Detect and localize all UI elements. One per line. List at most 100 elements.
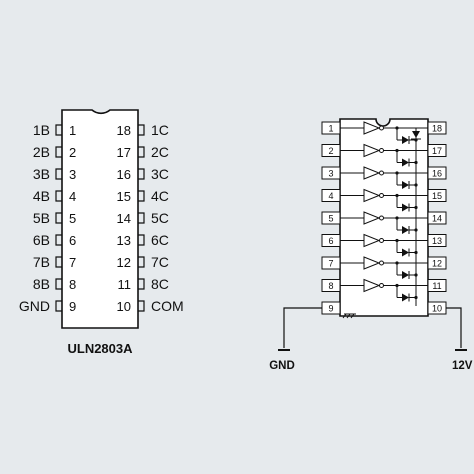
- driver-channel: [340, 278, 428, 302]
- schematic-left-pin-number: 4: [328, 191, 333, 201]
- left-pin-leg: [55, 256, 62, 268]
- left-pin-label: 2B: [33, 144, 50, 160]
- diode-icon: [402, 158, 409, 167]
- right-pin-number: 12: [117, 255, 131, 270]
- diode-icon: [402, 271, 409, 279]
- left-pin-label: 8B: [33, 276, 50, 292]
- left-pin-leg: [55, 146, 62, 158]
- driver-channel: [340, 188, 428, 212]
- left-pin-number: 6: [69, 233, 76, 248]
- right-pin-leg: [138, 124, 145, 136]
- driver-channel: [340, 143, 428, 167]
- left-pin-label: GND: [19, 298, 50, 314]
- inverter-bubble-icon: [379, 170, 384, 176]
- schematic-right-pin-number: 15: [432, 191, 442, 201]
- driver-channel: [340, 211, 428, 234]
- schematic-right-pin-number: 11: [432, 281, 441, 291]
- left-pin-number: 5: [69, 211, 76, 226]
- driver-channel: [340, 121, 428, 144]
- left-pin-label: 7B: [33, 254, 50, 270]
- inverter-bubble-icon: [379, 260, 384, 266]
- schematic-right-pin-number: 18: [432, 124, 442, 134]
- left-pin-label: 1B: [33, 122, 50, 138]
- buffer-icon: [363, 278, 381, 293]
- schematic-right-pin-number: 14: [432, 214, 442, 224]
- left-pin-label: 4B: [33, 188, 50, 204]
- left-pin-leg: [55, 212, 62, 224]
- schematic-left-pin-number: 1: [328, 124, 333, 134]
- inverter-bubble-icon: [379, 148, 384, 153]
- right-pin-label: 1C: [151, 122, 169, 138]
- left-pin-number: 7: [69, 255, 76, 270]
- inverter-bubble-icon: [379, 215, 384, 221]
- inverter-bubble-icon: [379, 193, 384, 198]
- right-pin-number: 14: [117, 211, 131, 226]
- left-pin-leg: [55, 234, 62, 246]
- gnd-label: GND: [269, 360, 295, 372]
- right-pin-label: COM: [151, 298, 184, 314]
- right-pin-number: 15: [117, 189, 131, 204]
- schematic-right-pin-number: 13: [432, 236, 442, 246]
- right-pin-number: 16: [117, 167, 131, 182]
- schematic-left-pin-number: 8: [328, 281, 333, 291]
- left-pin-number: 8: [69, 277, 76, 292]
- right-pin-label: 6C: [151, 232, 169, 248]
- buffer-icon: [363, 143, 381, 158]
- right-pin-leg: [138, 256, 145, 268]
- right-pin-label: 2C: [151, 144, 169, 160]
- buffer-icon: [363, 211, 381, 225]
- left-pin-number: 3: [69, 167, 76, 182]
- schematic-right-pin-number: 17: [432, 146, 442, 156]
- right-pin-leg: [138, 234, 145, 246]
- left-pin-number: 4: [69, 189, 76, 204]
- schematic-right-pin-number: 12: [432, 259, 442, 269]
- right-pin-label: 8C: [151, 276, 169, 292]
- gnd-wire: [283, 307, 322, 348]
- left-pin-label: 5B: [33, 210, 50, 226]
- right-pin-leg: [138, 190, 145, 202]
- diode-icon: [402, 226, 409, 234]
- right-pin-number: 10: [117, 299, 131, 314]
- schematic-right-pin-number: 10: [432, 304, 442, 314]
- chip-body: [61, 109, 139, 329]
- right-pin-label: 5C: [151, 210, 169, 226]
- diode-icon: [402, 181, 409, 189]
- supply-label: 12V: [452, 360, 473, 372]
- right-pin-leg: [138, 146, 145, 158]
- left-pin-number: 9: [69, 299, 76, 314]
- diode-icon: [402, 136, 409, 144]
- right-pin-number: 18: [117, 123, 131, 138]
- buffer-icon: [363, 233, 381, 248]
- diode-icon: [402, 293, 409, 302]
- chip-name: ULN2803A: [67, 341, 133, 356]
- left-pin-leg: [55, 124, 62, 136]
- left-pin-leg: [55, 168, 62, 180]
- buffer-icon: [363, 256, 381, 270]
- diode-icon: [412, 131, 420, 138]
- left-pin-number: 1: [69, 123, 76, 138]
- diode-icon: [402, 248, 409, 257]
- buffer-icon: [363, 166, 381, 180]
- right-pin-label: 7C: [151, 254, 169, 270]
- right-pin-leg: [138, 168, 145, 180]
- schematic-left-pin-number: 7: [328, 259, 333, 269]
- left-pin-label: 6B: [33, 232, 50, 248]
- buffer-icon: [363, 188, 381, 203]
- right-pin-leg: [138, 212, 145, 224]
- ground-symbol-icon: [342, 313, 356, 319]
- left-pin-number: 2: [69, 145, 76, 160]
- diode-icon: [402, 203, 409, 212]
- right-pin-number: 17: [117, 145, 131, 160]
- right-pin-number: 11: [118, 277, 132, 292]
- schematic-right-pin-number: 16: [432, 169, 442, 179]
- left-pin-leg: [55, 300, 62, 312]
- schematic-left-pin-number: 9: [328, 304, 333, 314]
- right-pin-leg: [138, 278, 145, 290]
- right-pin-number: 13: [117, 233, 131, 248]
- left-pin-leg: [55, 278, 62, 290]
- driver-channel: [340, 166, 428, 189]
- driver-channel: [340, 256, 428, 279]
